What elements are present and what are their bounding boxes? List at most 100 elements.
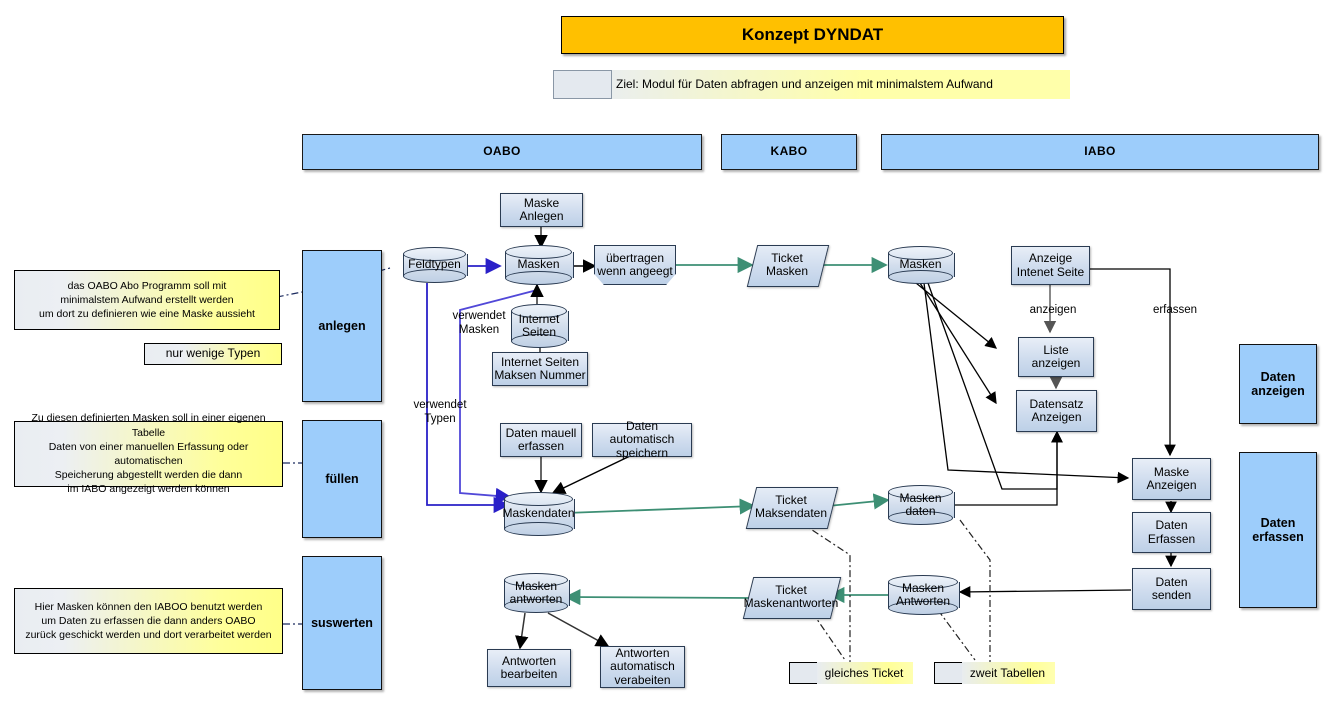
proc-ds-line1: Daten: [1155, 574, 1188, 589]
result-daten-anzeigen: Daten anzeigen: [1239, 344, 1317, 424]
edge-label-verwendet-masken: verwendet Masken: [438, 310, 520, 337]
proc-de-line2: Erfassen: [1147, 531, 1196, 546]
proc-daten-manuell-line1: Daten mauell: [505, 425, 577, 440]
db-masken-antworten-iabo: Masken Antworten: [888, 575, 960, 615]
db-ma-oabo-line2: antworten: [509, 592, 563, 606]
ticket-maskenantworten: Ticket Maskenantworten: [742, 577, 842, 619]
db-internet-seiten: Internet Seiten: [511, 304, 569, 348]
proc-daten-erfassen: Daten Erfassen: [1132, 512, 1211, 553]
db-internet-seiten-line2: Seiten: [521, 325, 557, 339]
db-masken-daten-label: Masken daten: [888, 485, 953, 525]
lane-header-kabo: KABO: [721, 134, 857, 170]
proc-la-line2: anzeigen: [1031, 356, 1081, 370]
proc-datensatz-anzeigen: Datensatz Anzeigen: [1016, 390, 1097, 432]
db-masken-iabo: Masken: [888, 246, 955, 284]
ticket-masken-label: Ticket Masken: [752, 245, 822, 285]
note-nur-wenige-typen: nur wenige Typen: [144, 343, 282, 365]
ticket-masken-line2: Masken: [765, 264, 809, 278]
note-zweit-tabellen-tab: [934, 662, 962, 684]
ticket-maksendaten-line1: Ticket: [775, 492, 807, 507]
proc-isn-line2: Maksen Nummer: [494, 368, 586, 382]
note-fuellen-line3: Speicherung abgestellt werden die dann: [54, 469, 243, 482]
note-gleiches-ticket: gleiches Ticket: [789, 662, 913, 684]
db-masken-daten-line2: daten: [905, 504, 936, 518]
proc-de-line1: Daten: [1155, 518, 1188, 533]
proc-daten-senden: Daten senden: [1132, 568, 1211, 610]
diagram-title: Konzept DYNDAT: [561, 16, 1064, 54]
db-masken-antworten-oabo-label: Masken antworten: [504, 573, 568, 613]
ticket-masken-line1: Ticket: [771, 250, 803, 265]
phase-anlegen: anlegen: [302, 250, 382, 402]
proc-aav-line2: automatisch: [610, 659, 675, 674]
note-suswerten-line3: zurück geschickt werden und dort verarbe…: [25, 629, 272, 642]
proc-ab-line1: Antworten: [501, 653, 557, 668]
db-maskendaten-bottom: [504, 522, 573, 536]
db-ma-iabo-line2: Antworten: [895, 594, 951, 608]
proc-aav-line3: verabeiten: [614, 672, 671, 687]
ticket-maksendaten-label: Ticket Maksendaten: [751, 487, 831, 527]
edge-vm-line2: Masken: [458, 323, 500, 336]
proc-internet-seiten-maksen-nummer: Internet Seiten Maksen Nummer: [492, 352, 588, 386]
edge-label-anzeigen: anzeigen: [1029, 304, 1077, 316]
result-daten-anzeigen-line2: anzeigen: [1251, 384, 1305, 398]
note-zweit-tabellen: zweit Tabellen: [934, 662, 1055, 684]
edge-label-erfassen: erfassen: [1152, 304, 1198, 316]
result-daten-anzeigen-line1: Daten: [1260, 370, 1296, 384]
db-masken-antworten-iabo-top: [888, 575, 958, 589]
proc-aav-line1: Antworten: [615, 645, 670, 660]
proc-ma-line2: Anzeigen: [1146, 478, 1197, 492]
ticket-maskenantworten-label: Ticket Maskenantworten: [744, 577, 839, 617]
note-gleiches-ticket-text: gleiches Ticket: [824, 666, 904, 680]
note-anlegen-line2: minimalstem Aufwand erstellt werden: [60, 293, 234, 306]
proc-ab-line2: bearbeiten: [500, 667, 558, 681]
proc-daten-manuell-line2: erfassen: [517, 439, 565, 453]
proc-anzeige-internet-seite: Anzeige Intenet Seite: [1011, 246, 1090, 285]
db-masken-iabo-label: Masken: [899, 257, 942, 272]
note-fuellen: Zu diesen definierten Masken soll in ein…: [14, 412, 283, 495]
hex-uebertragen-line1: übertragen: [605, 250, 665, 265]
db-maskendaten: Maskendaten: [502, 492, 575, 536]
db-internet-seiten-label: Internet Seiten: [511, 304, 567, 348]
proc-daten-automatisch-speichern: Daten automatisch speichern: [592, 418, 692, 460]
proc-daten-auto-line1: Daten automatisch: [609, 418, 675, 447]
db-maskendaten-top: [504, 492, 573, 506]
db-masken-oabo-top: [505, 245, 572, 259]
note-fuellen-line2: Daten von einer manuellen Erfassung oder…: [48, 440, 249, 467]
ticket-maskenantworten-line2: Maskenantworten: [743, 596, 839, 610]
note-suswerten-line1: Hier Masken können den IABOO benutzt wer…: [34, 600, 263, 613]
phase-suswerten: suswerten: [302, 556, 382, 690]
proc-antworten-automatisch-verabeiten: Antworten automatisch verabeiten: [600, 646, 685, 688]
proc-ais-line2: Intenet Seite: [1016, 264, 1085, 279]
result-daten-erfassen-line2: erfassen: [1252, 530, 1304, 544]
note-suswerten-line2: um Daten zu erfassen die dann anders OAB…: [41, 614, 256, 627]
db-masken-daten-top: [888, 485, 953, 499]
note-fuellen-line4: im IABO angezeigt werden können: [67, 483, 230, 496]
proc-isn-line1: Internet Seiten: [500, 354, 580, 369]
db-masken-iabo-bottom: [888, 270, 953, 284]
db-feldtypen-top: [403, 247, 466, 261]
proc-la-line1: Liste: [1043, 342, 1069, 357]
proc-ais-line1: Anzeige: [1028, 251, 1073, 266]
ticket-maksendaten-line2: Maksendaten: [754, 506, 828, 520]
lane-header-iabo: IABO: [881, 134, 1319, 170]
db-ma-oabo-line1: Masken: [514, 578, 558, 593]
lane-header-oabo: OABO: [302, 134, 702, 170]
note-fuellen-line1: Zu diesen definierten Masken soll in ein…: [31, 412, 266, 439]
proc-liste-anzeigen: Liste anzeigen: [1018, 337, 1094, 377]
note-anlegen-line3: um dort zu definieren wie eine Maske aus…: [39, 308, 255, 321]
edge-vt-line2: Typen: [424, 412, 456, 425]
proc-da-line2: Anzeigen: [1031, 410, 1082, 424]
edge-label-verwendet-typen: verwendet Typen: [400, 399, 480, 426]
result-daten-erfassen-line1: Daten: [1260, 516, 1296, 530]
db-feldtypen-label: Feldtypen: [408, 257, 461, 272]
db-masken-oabo-label: Masken: [517, 257, 560, 272]
db-ma-iabo-line1: Masken: [901, 580, 945, 595]
db-masken-antworten-iabo-bottom: [888, 601, 958, 615]
proc-daten-manuell-erfassen: Daten mauell erfassen: [500, 423, 582, 457]
phase-fuellen: füllen: [302, 420, 382, 538]
db-masken-antworten-iabo-label: Masken Antworten: [888, 575, 958, 615]
result-daten-erfassen: Daten erfassen: [1239, 452, 1317, 608]
db-feldtypen-bottom: [403, 269, 466, 283]
note-suswerten: Hier Masken können den IABOO benutzt wer…: [14, 588, 283, 654]
